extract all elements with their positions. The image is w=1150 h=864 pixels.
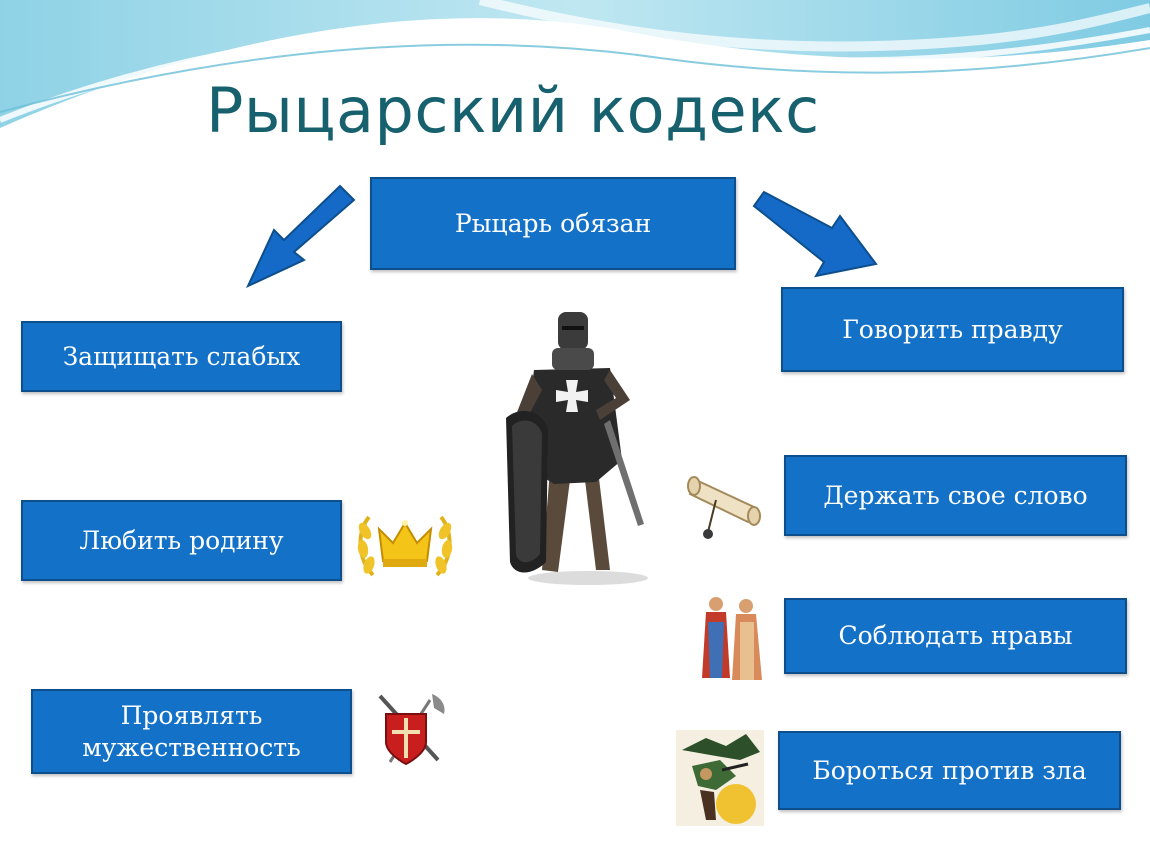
right-item-tell-truth: Говорить правду — [781, 287, 1124, 372]
people-figures-icon — [702, 597, 762, 680]
right-item-keep-word: Держать свое слово — [784, 455, 1127, 536]
slide-title: Рыцарский кодекс — [206, 74, 820, 147]
left-item-defend-weak: Защищать слабых — [21, 321, 342, 392]
battle-scene-icon — [676, 730, 764, 826]
right-item-observe-manners: Соблюдать нравы — [784, 598, 1127, 674]
left-item-love-homeland: Любить родину — [21, 500, 342, 581]
shield-axe-icon — [378, 694, 445, 766]
root-box: Рыцарь обязан — [370, 177, 736, 270]
left-item-show-courage: Проявлять мужественность — [31, 689, 352, 774]
right-item-fight-evil: Бороться против зла — [778, 731, 1121, 810]
arrow-right-icon — [752, 190, 878, 278]
knight-image — [506, 312, 648, 585]
scroll-key-icon — [687, 476, 761, 539]
crown-laurel-icon — [357, 515, 453, 577]
arrow-left-icon — [245, 184, 356, 289]
header-wave-decoration — [0, 0, 1150, 128]
